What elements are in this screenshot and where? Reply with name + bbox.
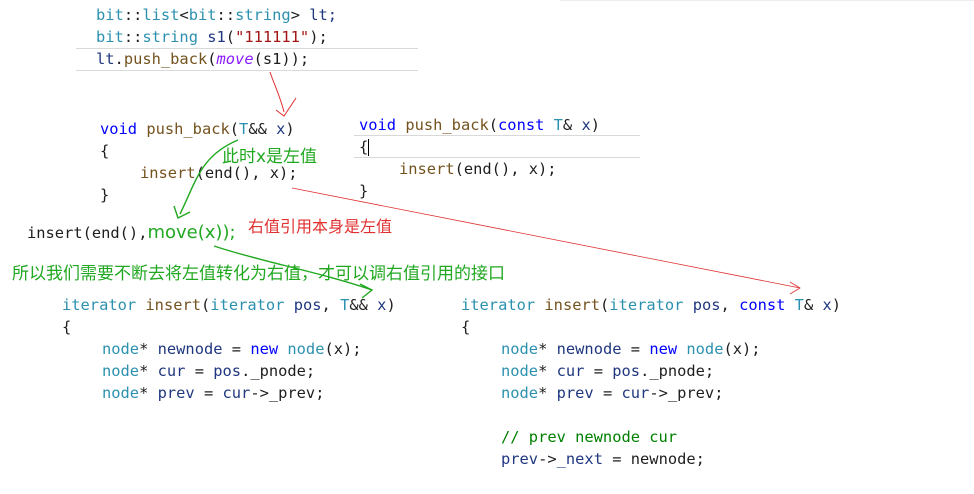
insert-const-prev-line: node* prev = cur->_prev; [501,384,724,402]
insert-rvalue-newnode-line: node* newnode = new node(x); [102,340,362,358]
insert-rvalue-prev-line: node* prev = cur->_prev; [102,384,325,402]
editor-line-separator [354,157,640,158]
green-arrow-head [173,205,191,219]
editor-line-separator [76,48,418,49]
code-line-list-declaration: bit::list<bit::string> lt; [96,6,338,24]
push-back-rvalue-signature: void push_back(T&& x) [100,120,295,138]
push-back-rvalue-close-brace: } [100,186,110,204]
insert-rvalue-signature: iterator insert(iterator pos, T&& x) [62,296,396,314]
code-line-push-back-move: lt.push_back(move(s1)); [96,50,310,68]
annotation-rvalue-ref-is-lvalue: 右值引用本身是左值 [248,217,393,236]
text-cursor [368,139,370,156]
annotation-insert-move: insert(end(),move(x)); [27,222,236,243]
insert-const-link-line: prev->_next = newnode; [501,450,705,468]
code-line-string-declaration: bit::string s1("111111"); [96,28,328,46]
push-back-const-signature: void push_back(const T& x) [359,116,601,134]
insert-rvalue-cur-line: node* cur = pos._pnode; [102,362,316,380]
push-back-const-open-brace[interactable]: { [359,138,370,156]
annotation-explanation: 所以我们需要不断去将左值转化为右值，才可以调右值引用的接口 [12,264,505,284]
insert-const-cur-line: node* cur = pos._pnode; [501,362,715,380]
push-back-const-insert-call: insert(end(), x); [399,160,557,178]
editor-line-separator [76,70,418,71]
insert-rvalue-open-brace: { [62,318,72,336]
editor-line-separator [354,135,640,136]
insert-const-comment: // prev newnode cur [501,428,678,446]
red-arrow-head [275,97,297,117]
top-border [560,0,974,1]
push-back-rvalue-open-brace: { [100,142,110,160]
red-line-head [789,281,801,295]
annotation-x-is-lvalue: 此时x是左值 [222,147,318,167]
red-arrow-to-rvalue-push-back [269,71,285,113]
insert-const-open-brace: { [461,318,471,336]
insert-const-signature: iterator insert(iterator pos, const T& x… [461,296,842,314]
push-back-const-close-brace: } [359,182,369,200]
insert-const-newnode-line: node* newnode = new node(x); [501,340,761,358]
